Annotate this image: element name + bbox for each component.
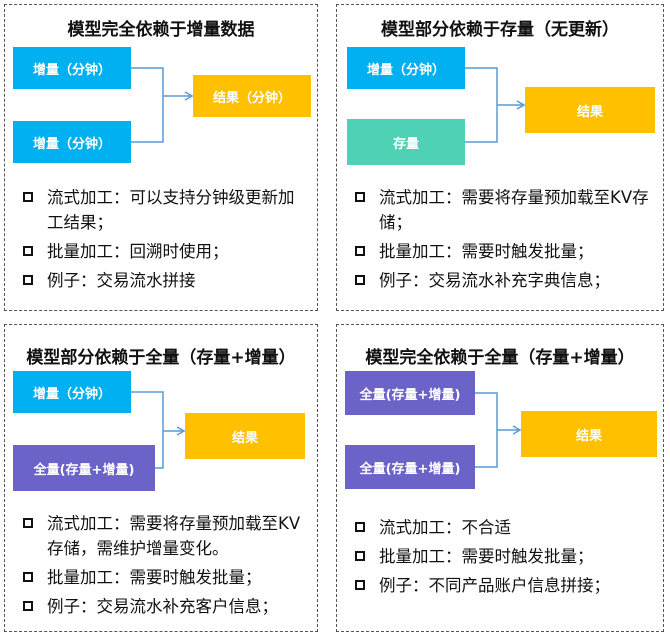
input-box-increment: 增量（分钟） — [347, 47, 465, 89]
input-box-full-1: 全量(存量+增量) — [345, 371, 475, 415]
panel-title: 模型完全依赖于全量（存量+增量） — [365, 348, 635, 368]
bullet-list: 流式加工：不合适 批量加工：需要时触发批量； 例子：不同产品账户信息拼接； — [355, 515, 655, 602]
input-box-increment: 增量（分钟） — [13, 371, 131, 413]
panel-title: 模型部分依赖于存量（无更新） — [381, 20, 619, 40]
bullet-list: 流式加工：可以支持分钟级更新加工结果； 批量加工：回溯时使用； 例子：交易流水拼… — [23, 185, 309, 297]
result-box: 结果 — [185, 413, 305, 459]
bullet-item: 批量加工：需要时触发批量； — [23, 565, 309, 590]
bullet-square-icon — [355, 551, 365, 561]
input-box-stock: 存量 — [347, 119, 465, 165]
panel-title: 模型完全依赖于增量数据 — [67, 20, 255, 40]
result-box: 结果（分钟） — [193, 75, 311, 117]
bullet-square-icon — [355, 522, 365, 532]
bullet-square-icon — [355, 192, 365, 202]
bullet-square-icon — [23, 601, 33, 611]
bullet-square-icon — [23, 192, 33, 202]
bullet-square-icon — [355, 580, 365, 590]
input-box-full: 全量(存量+增量) — [13, 445, 155, 491]
panel-title: 模型部分依赖于全量（存量+增量） — [26, 348, 296, 368]
result-box: 结果 — [521, 411, 657, 457]
input-box-full-2: 全量(存量+增量) — [345, 445, 475, 489]
bullet-item: 流式加工：可以支持分钟级更新加工结果； — [23, 185, 309, 235]
panel-partial-full: 模型部分依赖于全量（存量+增量） 增量（分钟） 全量(存量+增量) 结果 流式加… — [4, 324, 318, 632]
bullet-square-icon — [355, 275, 365, 285]
input-box-increment-1: 增量（分钟） — [13, 47, 131, 89]
bullet-item: 流式加工：需要将存量预加载至KV存储； — [355, 185, 655, 235]
input-box-increment-2: 增量（分钟） — [13, 121, 131, 163]
connector-lines — [131, 391, 186, 469]
bullet-square-icon — [23, 572, 33, 582]
bullet-square-icon — [23, 518, 33, 528]
panel-incremental-only: 模型完全依赖于增量数据 增量（分钟） 增量（分钟） 结果（分钟） 流式加工：可以… — [4, 4, 318, 311]
bullet-item: 流式加工：需要将存量预加载至KV存储，需维护增量变化。 — [23, 511, 309, 561]
bullet-list: 流式加工：需要将存量预加载至KV存储，需维护增量变化。 批量加工：需要时触发批量… — [23, 511, 309, 623]
bullet-square-icon — [23, 246, 33, 256]
connector-lines — [475, 392, 522, 468]
bullet-item: 例子：交易流水补充客户信息； — [23, 594, 309, 619]
bullet-item: 例子：交易流水补充字典信息； — [355, 268, 655, 293]
panel-full-only: 模型完全依赖于全量（存量+增量） 全量(存量+增量) 全量(存量+增量) 结果 … — [336, 324, 664, 632]
connector-lines — [131, 67, 194, 143]
bullet-square-icon — [355, 246, 365, 256]
bullet-item: 批量加工：需要时触发批量； — [355, 544, 655, 569]
bullet-item: 例子：不同产品账户信息拼接； — [355, 573, 655, 598]
result-box: 结果 — [525, 87, 655, 133]
bullet-item: 流式加工：不合适 — [355, 515, 655, 540]
bullet-item: 批量加工：回溯时使用； — [23, 239, 309, 264]
bullet-item: 批量加工：需要时触发批量； — [355, 239, 655, 264]
panel-partial-stock: 模型部分依赖于存量（无更新） 增量（分钟） 存量 结果 流式加工：需要将存量预加… — [336, 4, 664, 311]
connector-lines — [465, 67, 526, 143]
bullet-item: 例子：交易流水拼接 — [23, 268, 309, 293]
bullet-square-icon — [23, 275, 33, 285]
bullet-list: 流式加工：需要将存量预加载至KV存储； 批量加工：需要时触发批量； 例子：交易流… — [355, 185, 655, 297]
